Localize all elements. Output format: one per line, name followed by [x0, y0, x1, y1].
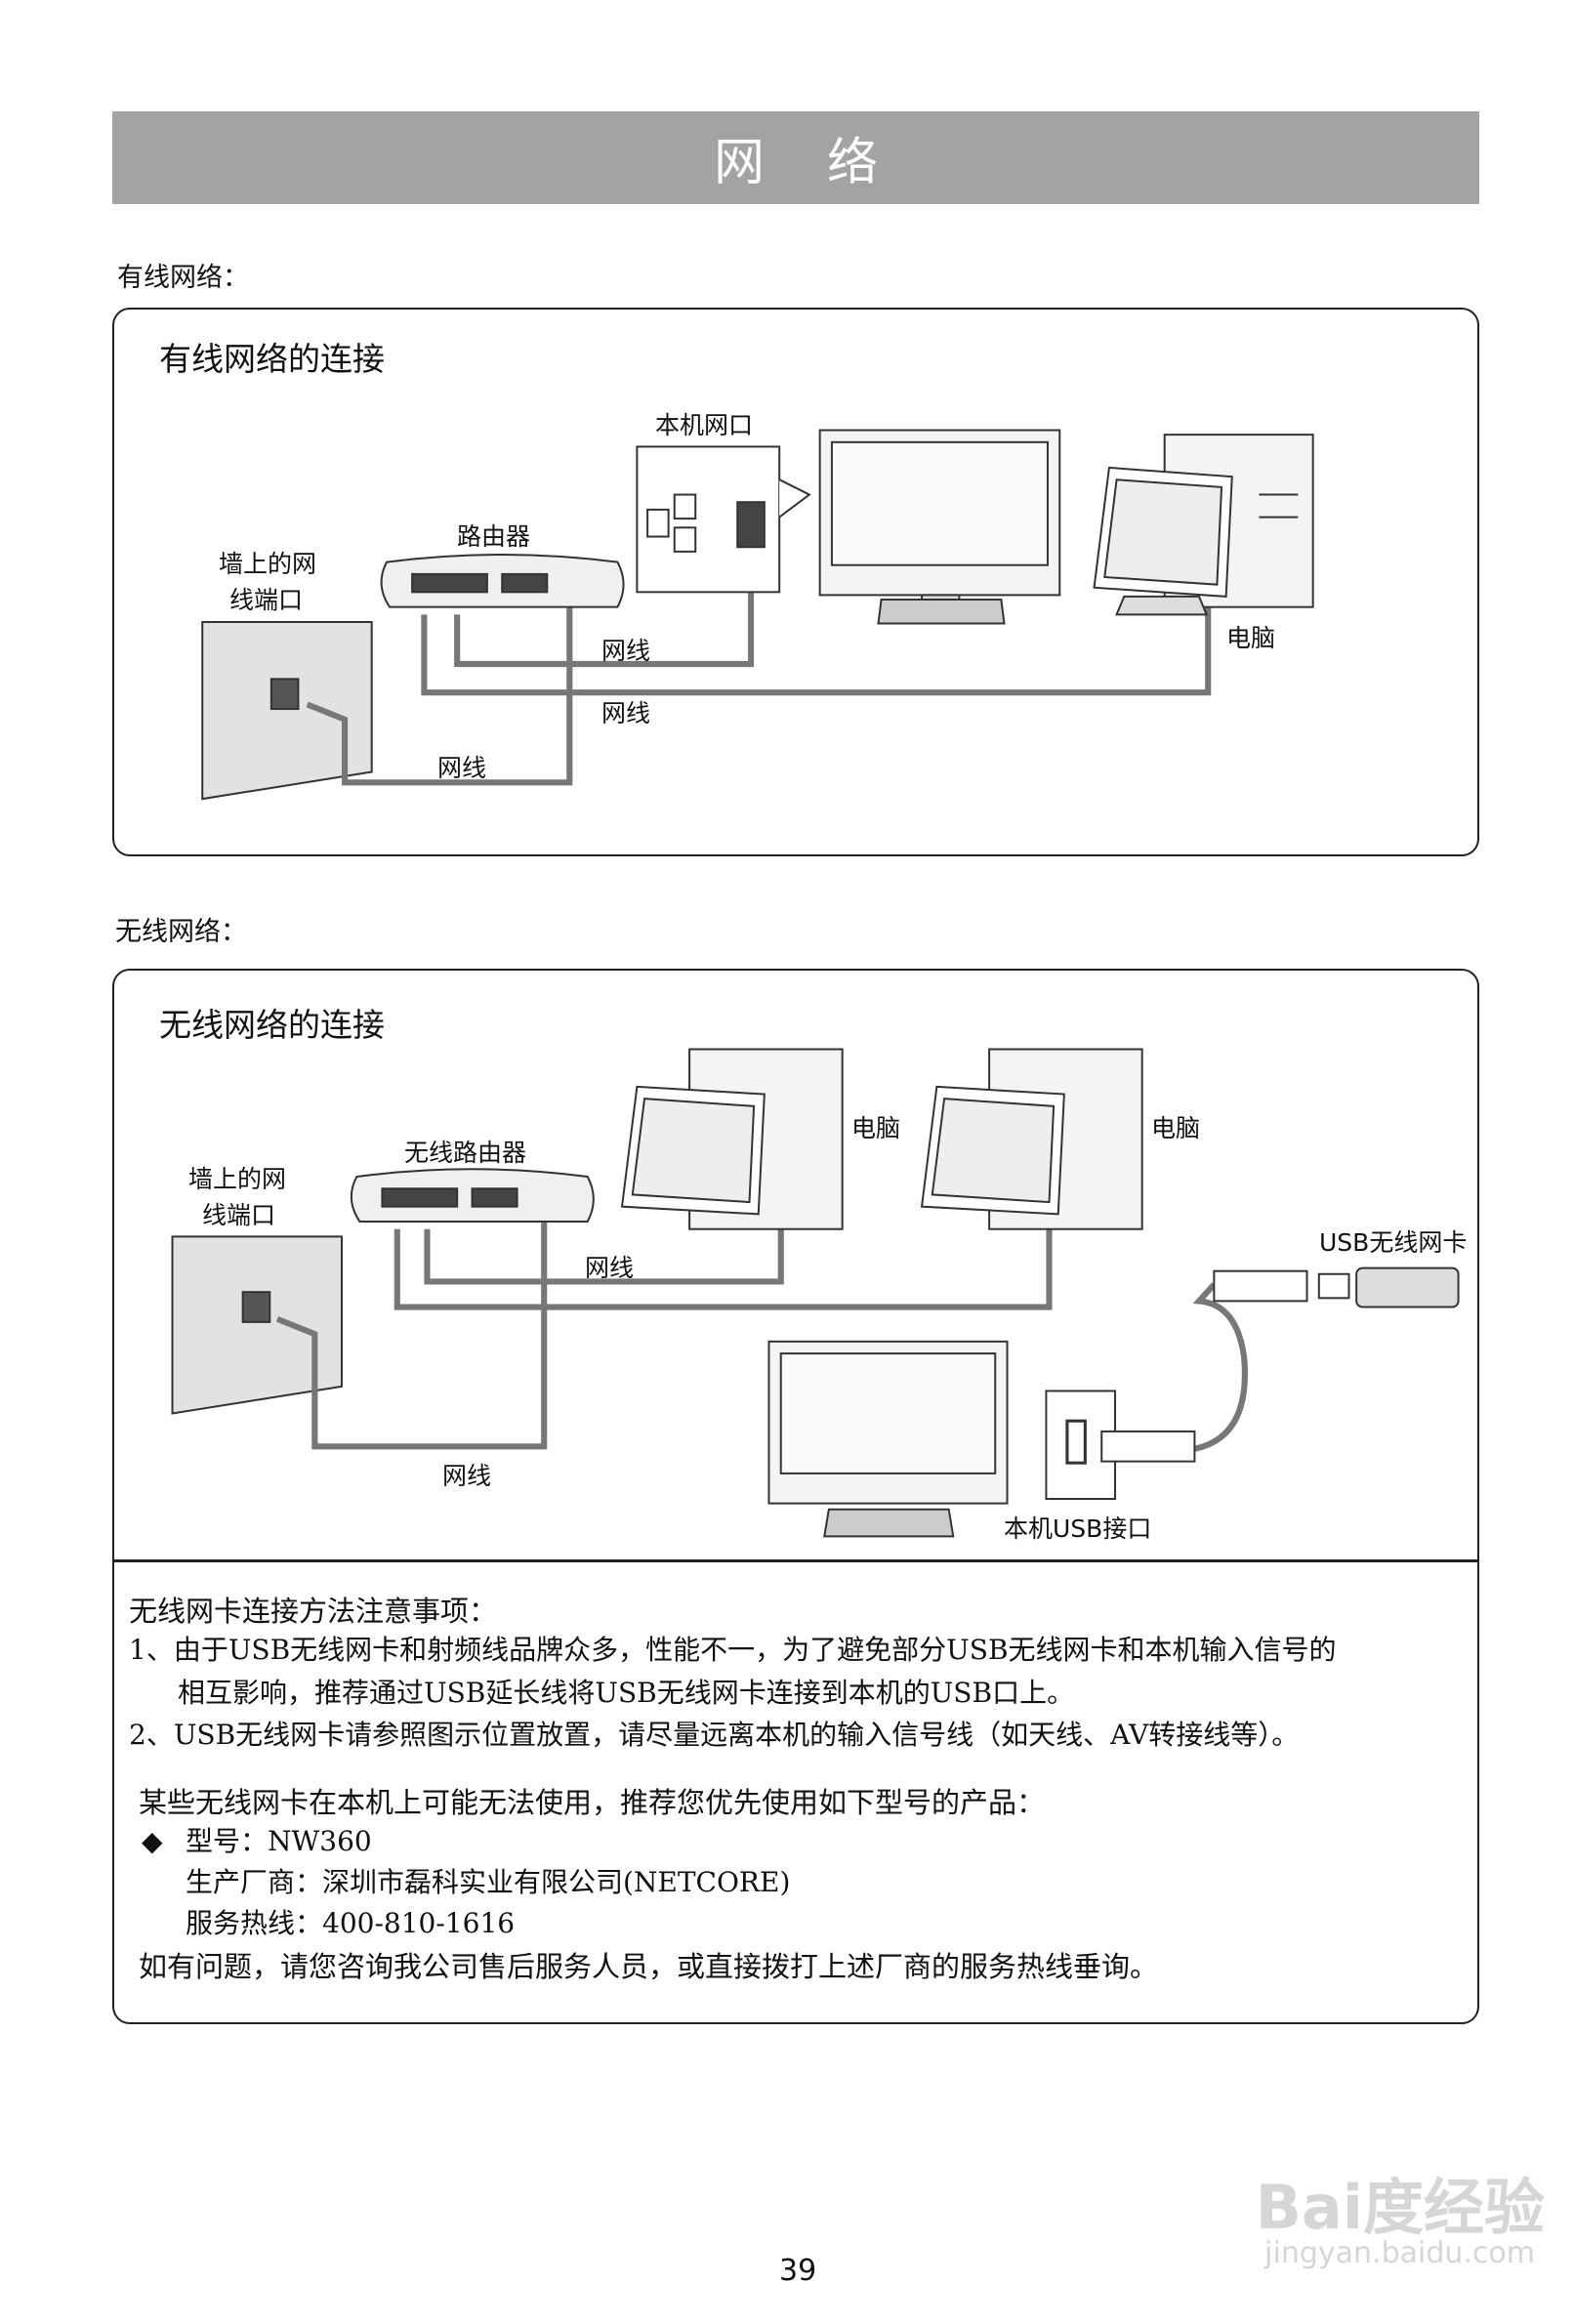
- computer-icon-1: [620, 1048, 844, 1230]
- label-wall-port-1: 墙上的网: [219, 550, 317, 578]
- diamond-bullet-icon: ◆: [142, 1825, 163, 1857]
- notes-heading: 无线网卡连接方法注意事项：: [129, 1595, 498, 1628]
- label-cable: 网线: [585, 1254, 635, 1282]
- wireless-tv-icon: [767, 1340, 1009, 1538]
- wired-diagram-box: [112, 308, 1479, 856]
- recommend-text: 某些无线网卡在本机上可能无法使用，推荐您优先使用如下型号的产品：: [139, 1786, 1046, 1819]
- label-computer: 电脑: [1226, 624, 1276, 652]
- page-number: 39: [779, 2254, 817, 2288]
- label-router: 路由器: [457, 522, 531, 551]
- label-local-port: 本机网口: [655, 411, 754, 439]
- page-title: 网络: [713, 134, 940, 192]
- wireless-cables: [275, 1222, 1248, 1453]
- usb-wireless-card-icon: [1355, 1266, 1460, 1308]
- note-item-2: 2、USB无线网卡请参照图示位置放置，请尽量远离本机的输入信号线（如天线、AV转…: [129, 1719, 1300, 1751]
- label-wall-port-2: 线端口: [229, 586, 304, 614]
- wired-box-title: 有线网络的连接: [159, 340, 385, 378]
- label-cable: 网线: [442, 1462, 492, 1490]
- wireless-box-title: 无线网络的连接: [159, 1006, 385, 1044]
- label-computer-2: 电脑: [1151, 1114, 1201, 1142]
- label-cable: 网线: [601, 699, 651, 727]
- model-text: 型号：NW360: [186, 1825, 372, 1857]
- usb-port-inset-icon: [1045, 1390, 1196, 1500]
- label-computer-1: 电脑: [851, 1114, 901, 1142]
- tv-icon: [818, 429, 1061, 625]
- page-title-bar: 网络: [112, 111, 1479, 204]
- label-wall-port-2: 线端口: [202, 1201, 276, 1229]
- hotline-text: 服务热线：400-810-1616: [186, 1907, 516, 1939]
- wired-section-label: 有线网络：: [117, 263, 249, 293]
- label-cable: 网线: [601, 637, 651, 665]
- router-icon: [380, 553, 625, 608]
- baidu-watermark-url: jingyan.baidu.com: [1264, 2236, 1535, 2270]
- baidu-watermark-logo: Bai度经验: [1255, 2172, 1545, 2243]
- divider: [114, 1559, 1477, 1562]
- computer-icon: [1093, 434, 1314, 616]
- wired-cables: [306, 584, 1212, 786]
- wireless-wall-port-icon: [171, 1235, 343, 1415]
- footer-text: 如有问题，请您咨询我公司售后服务人员，或直接拨打上述厂商的服务热线垂询。: [139, 1950, 1159, 1983]
- wireless-diagram-box: [112, 969, 1479, 2024]
- local-port-inset-icon: [636, 445, 811, 594]
- label-usb-card: USB无线网卡: [1319, 1228, 1468, 1257]
- wired-wall-port-icon: [201, 621, 373, 801]
- label-cable: 网线: [437, 754, 487, 782]
- computer-icon-2: [920, 1048, 1143, 1230]
- note-item-1-cont: 相互影响，推荐通过USB延长线将USB无线网卡连接到本机的USB口上。: [178, 1677, 1075, 1709]
- usb-extension-plug-icon: [1213, 1269, 1350, 1303]
- wireless-router-icon: [350, 1168, 595, 1224]
- label-wall-port-1: 墙上的网: [188, 1165, 287, 1193]
- note-item-1: 1、由于USB无线网卡和射频线品牌众多，性能不一，为了避免部分USB无线网卡和本…: [129, 1634, 1337, 1666]
- wireless-section-label: 无线网络：: [115, 917, 247, 947]
- label-wireless-router: 无线路由器: [404, 1139, 527, 1167]
- maker-text: 生产厂商：深圳市磊科实业有限公司(NETCORE): [186, 1866, 791, 1898]
- label-usb-port: 本机USB接口: [1004, 1515, 1152, 1543]
